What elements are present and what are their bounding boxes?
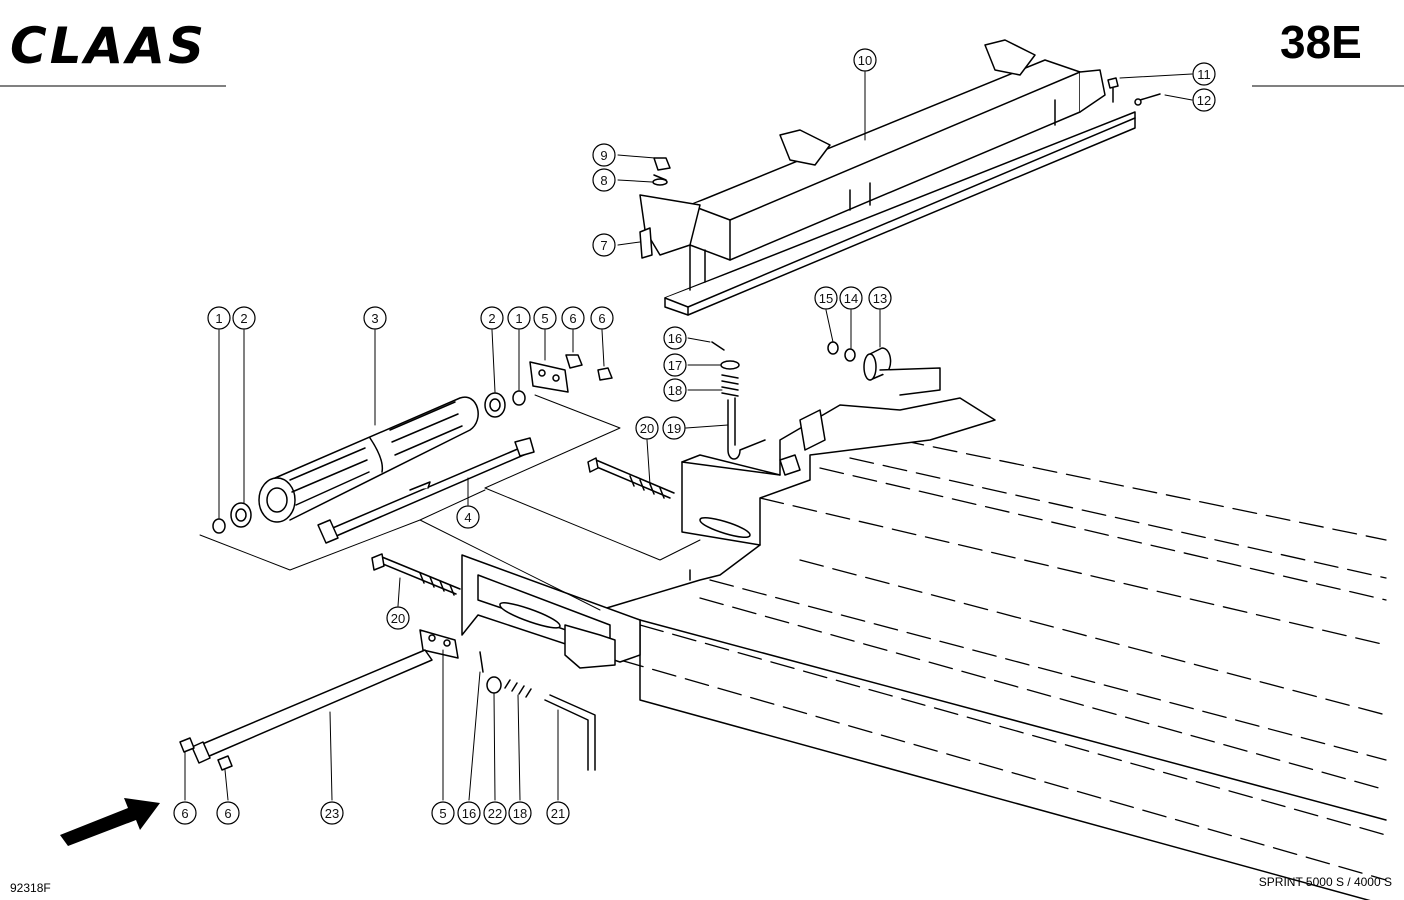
callout-6a: 6: [561, 306, 585, 330]
callout-13: 13: [868, 286, 892, 310]
frame-body: [599, 397, 1387, 900]
callout-6b: 6: [590, 306, 614, 330]
shaft-23: [179, 649, 433, 771]
svg-text:5: 5: [541, 311, 548, 326]
svg-text:1: 1: [515, 311, 522, 326]
callout-9: 9: [592, 143, 616, 167]
bolt-20-lower: [371, 553, 461, 596]
callout-2b: 2: [480, 306, 504, 330]
svg-text:1: 1: [215, 311, 222, 326]
callout-7: 7: [592, 233, 616, 257]
roller: [258, 396, 479, 523]
svg-text:2: 2: [240, 311, 247, 326]
svg-text:20: 20: [640, 421, 654, 436]
svg-text:10: 10: [858, 53, 872, 68]
svg-text:13: 13: [873, 291, 887, 306]
svg-text:7: 7: [600, 238, 607, 253]
svg-text:16: 16: [668, 331, 682, 346]
callout-2a: 2: [232, 306, 256, 330]
callout-10: 10: [853, 48, 877, 72]
callout-15: 15: [814, 286, 838, 310]
small-parts-left: [212, 354, 613, 534]
callout-22: 22: [483, 801, 507, 825]
callout-1b: 1: [507, 306, 531, 330]
callout-6c: 6: [173, 801, 197, 825]
svg-text:5: 5: [439, 806, 446, 821]
svg-text:20: 20: [391, 611, 405, 626]
svg-text:9: 9: [600, 148, 607, 163]
svg-text:3: 3: [371, 311, 378, 326]
callout-18b: 18: [508, 801, 532, 825]
bolt-20-upper: [587, 457, 675, 499]
spring-parts: [479, 157, 740, 698]
svg-text:19: 19: [667, 421, 681, 436]
direction-arrow-icon: [60, 798, 160, 846]
callout-18a: 18: [663, 378, 687, 402]
model-label: SPRINT 5000 S / 4000 S: [1259, 875, 1392, 889]
frame-dashed-lines: [619, 439, 1387, 881]
svg-text:23: 23: [325, 806, 339, 821]
svg-text:6: 6: [181, 806, 188, 821]
callout-3: 3: [363, 306, 387, 330]
svg-text:18: 18: [513, 806, 527, 821]
leader-lines: [184, 71, 1193, 801]
svg-text:12: 12: [1197, 93, 1211, 108]
callout-5a: 5: [533, 306, 557, 330]
callout-1a: 1: [207, 306, 231, 330]
brand-logo: CLAAS: [10, 17, 207, 75]
callout-23: 23: [320, 801, 344, 825]
right-small-parts: [779, 341, 941, 476]
svg-text:14: 14: [844, 291, 858, 306]
svg-text:11: 11: [1197, 67, 1211, 82]
pins-11-12: [1107, 77, 1161, 106]
svg-text:4: 4: [464, 510, 471, 525]
drawing-number: 92318F: [10, 881, 51, 895]
svg-text:18: 18: [668, 383, 682, 398]
svg-text:16: 16: [462, 806, 476, 821]
callout-6d: 6: [216, 801, 240, 825]
callout-21: 21: [546, 801, 570, 825]
callout-19: 19: [662, 416, 686, 440]
callout-16a: 16: [663, 326, 687, 350]
assembly-outlines: [199, 394, 701, 611]
svg-text:8: 8: [600, 173, 607, 188]
callout-11: 11: [1192, 62, 1216, 86]
svg-text:6: 6: [569, 311, 576, 326]
callout-20a: 20: [635, 416, 659, 440]
svg-text:15: 15: [819, 291, 833, 306]
l-pin-21: [544, 694, 596, 771]
callout-8: 8: [592, 168, 616, 192]
callout-12: 12: [1192, 88, 1216, 112]
svg-text:6: 6: [224, 806, 231, 821]
top-crossbeam: [639, 39, 1136, 316]
l-pin-19: [727, 397, 766, 460]
callout-14: 14: [839, 286, 863, 310]
svg-text:17: 17: [668, 358, 682, 373]
shaft-4: [317, 437, 535, 544]
callout-16b: 16: [457, 801, 481, 825]
svg-text:6: 6: [598, 311, 605, 326]
line-art: [179, 39, 1387, 900]
svg-text:2: 2: [488, 311, 495, 326]
callout-4: 4: [456, 505, 480, 529]
callout-20b: 20: [386, 606, 410, 630]
svg-text:21: 21: [551, 806, 565, 821]
tension-bracket: [419, 554, 641, 669]
svg-text:22: 22: [488, 806, 502, 821]
callout-5b: 5: [431, 801, 455, 825]
callout-17: 17: [663, 353, 687, 377]
page-code: 38E: [1280, 16, 1362, 68]
callouts: 1 2 3 2 1 5 6 6 4 10 11 12 9 8 7 15 14 1…: [173, 48, 1216, 825]
